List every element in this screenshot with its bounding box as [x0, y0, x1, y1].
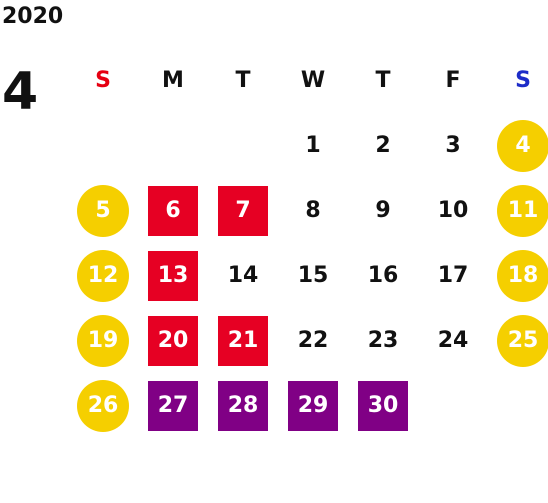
calendar-day-cell: 29 [278, 373, 348, 438]
calendar-day[interactable]: 17 [437, 263, 469, 288]
calendar-day-cell: 26 [68, 373, 138, 438]
weekday-header-row: S M T W T F S [68, 48, 548, 113]
calendar-day-weekend[interactable]: 25 [497, 314, 548, 367]
calendar-week-row: 19 20 21 22 23 24 25 [68, 308, 548, 373]
calendar-day-cell: 12 [68, 243, 138, 308]
calendar-day-cell [68, 113, 138, 178]
calendar-day-cell: 7 [208, 178, 278, 243]
calendar-day[interactable]: 15 [297, 263, 329, 288]
calendar-week-row: 26 27 28 29 30 [68, 373, 548, 438]
calendar-day-cell: 6 [138, 178, 208, 243]
calendar-day-cell [418, 373, 488, 438]
calendar-day-cell: 15 [278, 243, 348, 308]
weekday-thursday: T [375, 68, 391, 93]
calendar-day-highlight-purple[interactable]: 28 [218, 380, 268, 431]
calendar-day-weekend[interactable]: 12 [77, 249, 129, 302]
calendar-day[interactable]: 16 [367, 263, 399, 288]
calendar-day[interactable]: 2 [375, 133, 391, 158]
calendar-day-highlight-purple[interactable]: 27 [148, 380, 198, 431]
calendar-year: 2020 [2, 4, 64, 29]
calendar-day[interactable]: 9 [375, 198, 391, 223]
weekday-header-cell: M [138, 48, 208, 113]
calendar-day-highlight-purple[interactable]: 29 [288, 380, 338, 431]
calendar-day-weekend[interactable]: 4 [497, 119, 548, 172]
calendar-day-cell: 30 [348, 373, 418, 438]
calendar-day-cell: 8 [278, 178, 348, 243]
calendar-day-cell: 25 [488, 308, 548, 373]
calendar-day[interactable]: 10 [437, 198, 469, 223]
calendar-day-weekend[interactable]: 5 [77, 184, 129, 237]
weekday-header-cell: W [278, 48, 348, 113]
calendar-day-cell: 14 [208, 243, 278, 308]
calendar-day[interactable]: 24 [437, 328, 469, 353]
calendar-week-row: 1 2 3 4 [68, 113, 548, 178]
calendar-day[interactable]: 1 [305, 133, 321, 158]
calendar-day-cell: 3 [418, 113, 488, 178]
weekday-header-cell: T [208, 48, 278, 113]
calendar-day-weekend[interactable]: 11 [497, 184, 548, 237]
calendar-day-cell: 17 [418, 243, 488, 308]
calendar-day-cell: 28 [208, 373, 278, 438]
calendar-day-cell [208, 113, 278, 178]
calendar-day-cell [138, 113, 208, 178]
calendar-day-cell: 13 [138, 243, 208, 308]
weekday-saturday: S [515, 68, 531, 93]
calendar-day[interactable]: 22 [297, 328, 329, 353]
calendar-day[interactable]: 14 [227, 263, 259, 288]
calendar-day-weekend[interactable]: 19 [77, 314, 129, 367]
weekday-wednesday: W [300, 68, 326, 93]
calendar-day-cell: 9 [348, 178, 418, 243]
calendar-day-highlight-red[interactable]: 6 [148, 185, 198, 236]
weekday-header-cell: S [68, 48, 138, 113]
calendar-day-cell: 20 [138, 308, 208, 373]
calendar-day[interactable]: 3 [445, 133, 461, 158]
calendar-day-cell: 19 [68, 308, 138, 373]
calendar-day-cell: 18 [488, 243, 548, 308]
calendar-day-weekend[interactable]: 18 [497, 249, 548, 302]
weekday-sunday: S [95, 68, 111, 93]
weekday-tuesday: T [235, 68, 251, 93]
calendar-day-highlight-red[interactable]: 21 [218, 315, 268, 366]
weekday-header-cell: S [488, 48, 548, 113]
calendar-day-cell: 10 [418, 178, 488, 243]
calendar-day-cell: 11 [488, 178, 548, 243]
calendar-day-weekend[interactable]: 26 [77, 379, 129, 432]
calendar-day-highlight-red[interactable]: 20 [148, 315, 198, 366]
calendar-day-highlight-purple[interactable]: 30 [358, 380, 408, 431]
calendar-month: 4 [2, 62, 39, 122]
calendar-day-cell [488, 373, 548, 438]
calendar-day-cell: 16 [348, 243, 418, 308]
weekday-monday: M [162, 68, 184, 93]
calendar-day-cell: 5 [68, 178, 138, 243]
weekday-header-cell: T [348, 48, 418, 113]
calendar-day-cell: 23 [348, 308, 418, 373]
calendar-day-cell: 22 [278, 308, 348, 373]
calendar-day-cell: 1 [278, 113, 348, 178]
calendar-day-cell: 4 [488, 113, 548, 178]
weekday-friday: F [445, 68, 461, 93]
calendar-day[interactable]: 23 [367, 328, 399, 353]
calendar-day-cell: 21 [208, 308, 278, 373]
calendar-day-cell: 24 [418, 308, 488, 373]
calendar-week-row: 12 13 14 15 16 17 18 [68, 243, 548, 308]
calendar-day-highlight-red[interactable]: 13 [148, 250, 198, 301]
calendar-day-cell: 2 [348, 113, 418, 178]
calendar-day[interactable]: 8 [305, 198, 321, 223]
calendar-day-cell: 27 [138, 373, 208, 438]
calendar-day-highlight-red[interactable]: 7 [218, 185, 268, 236]
weekday-header-cell: F [418, 48, 488, 113]
